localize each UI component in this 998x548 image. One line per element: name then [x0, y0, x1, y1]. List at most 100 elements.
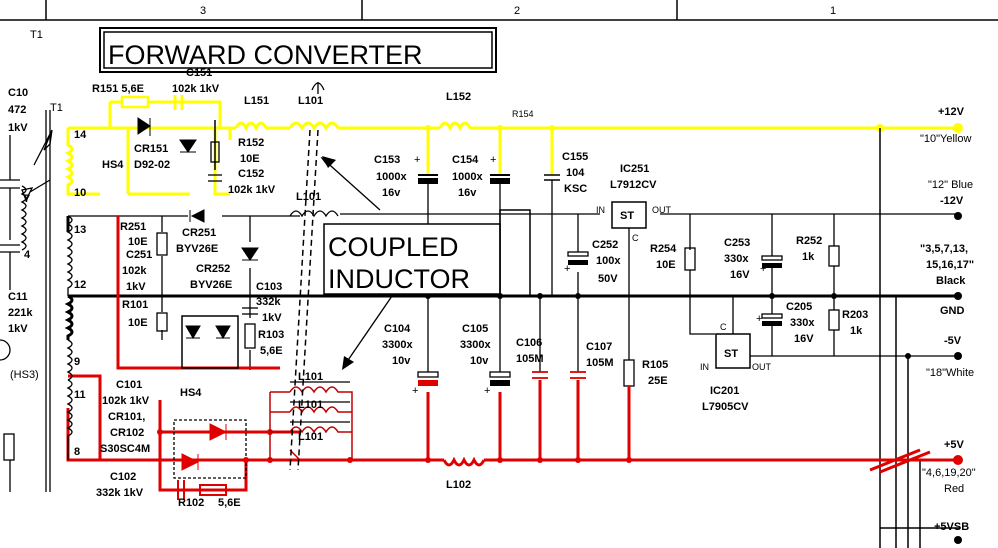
zone-ruler: 3 2 1	[0, 0, 998, 21]
hs4-label-2: HS4	[180, 387, 202, 399]
c205-value: 330x	[790, 317, 815, 329]
wire-5v-color: Red	[944, 483, 964, 495]
r103-label: R103	[258, 329, 284, 341]
zone-label: 3	[200, 5, 206, 17]
r101-value: 10E	[128, 317, 148, 329]
c205-voltage: 16V	[794, 333, 814, 345]
l101-label-2: L101	[296, 191, 321, 203]
c155-label: C155	[562, 151, 588, 163]
r251-label: R251	[120, 221, 146, 233]
hs4-label: HS4	[102, 159, 124, 171]
c205-label: C205	[786, 301, 812, 313]
cr101-value: S30SC4M	[100, 443, 150, 455]
cr151-value: D92-02	[134, 159, 170, 171]
c10-voltage: 1kV	[8, 122, 28, 134]
pin-label: 8	[74, 446, 80, 458]
ic251-label: IC251	[620, 163, 649, 175]
c11-value: 221k	[8, 307, 33, 319]
r203-value: 1k	[850, 325, 863, 337]
left-primary-section: C10 472 1kV C11 221k 1kV (HS3) T1 7 4	[0, 87, 63, 492]
c251-label: C251	[126, 249, 152, 261]
c107-value: 105M	[586, 357, 614, 369]
c153-label: C153	[374, 154, 400, 166]
cr251-value: BYV26E	[176, 243, 218, 255]
r254-label: R254	[650, 243, 677, 255]
c104-label: C104	[384, 323, 411, 335]
ic251-st: ST	[620, 210, 634, 222]
c103-value: 332k	[256, 296, 281, 308]
cr151-label: CR151	[134, 143, 168, 155]
c252-label: C252	[592, 239, 618, 251]
ic201-c: C	[720, 322, 727, 332]
c101-label: C101	[116, 379, 142, 391]
r154-label: R154	[512, 109, 534, 119]
wire-12v: "10"Yellow	[920, 133, 971, 145]
c10-label: C10	[8, 87, 28, 99]
ic251-out: OUT	[652, 205, 672, 215]
c102-label: C102	[110, 471, 136, 483]
l101-label-5: L101	[298, 431, 323, 443]
c152-label: C152	[238, 168, 264, 180]
coupled-inductor-callout: COUPLED INDUCTOR	[320, 156, 531, 370]
pin-label: 11	[74, 389, 86, 401]
c154-value: 1000x	[452, 171, 483, 183]
r252-value: 1k	[802, 251, 815, 263]
cr101-label: CR101,	[108, 411, 145, 423]
output-labels: +12V "10"Yellow "12" Blue -12V "3,5,7,13…	[920, 106, 976, 533]
c102-value: 332k 1kV	[96, 487, 144, 499]
c153-value: 1000x	[376, 171, 407, 183]
l101-label: L101	[298, 95, 323, 107]
output-12v: +12V	[938, 106, 965, 118]
ic251-in: IN	[596, 205, 605, 215]
ic201-out: OUT	[752, 362, 772, 372]
pin-label: 14	[74, 129, 87, 141]
plus-sign: +	[760, 263, 766, 275]
wire-gnd-1: "3,5,7,13,	[920, 243, 968, 255]
pin-label: 7	[24, 193, 30, 205]
ic201-st: ST	[724, 348, 738, 360]
output-5vsb: +5VSB	[934, 521, 969, 533]
c105-label: C105	[462, 323, 488, 335]
coupled-text-2: INDUCTOR	[328, 264, 470, 294]
r252-label: R252	[796, 235, 822, 247]
c10-value: 472	[8, 104, 26, 116]
c253-value: 330x	[724, 253, 749, 265]
component-labels: 14 10 13 12 9 11 8 R151 5,6E C151 102k 1…	[74, 67, 868, 509]
pin-label: 4	[24, 249, 31, 261]
c252-value: 100x	[596, 255, 621, 267]
wire-5v: "4,6,19,20"	[922, 467, 976, 479]
banner-title: FORWARD CONVERTER	[108, 40, 423, 70]
plus-sign: +	[756, 313, 762, 325]
l101-windings	[269, 129, 353, 471]
output-minus5v: -5V	[944, 335, 962, 347]
ic201-in: IN	[700, 362, 709, 372]
c155-type: KSC	[564, 183, 587, 195]
c103-label: C103	[256, 281, 282, 293]
plus-sign: +	[484, 385, 490, 397]
c151-label: C151	[186, 67, 212, 79]
hs3-label: (HS3)	[10, 369, 39, 381]
pin-label: 10	[74, 187, 86, 199]
transformer-top-label: T1	[30, 29, 43, 41]
l151-label: L151	[244, 95, 269, 107]
r102-value: 5,6E	[218, 497, 241, 509]
wire-minus5v: "18"White	[926, 367, 974, 379]
r101-label: R101	[122, 299, 148, 311]
c104-value: 3300x	[382, 339, 413, 351]
l101-label-3: L101	[298, 371, 323, 383]
cr252-label: CR252	[196, 263, 230, 275]
cr251-label: CR251	[182, 227, 216, 239]
c11-voltage: 1kV	[8, 323, 28, 335]
rail-12v	[64, 82, 963, 196]
c104-voltage: 10v	[392, 355, 411, 367]
c251-voltage: 1kV	[126, 281, 146, 293]
plus-sign: +	[490, 154, 496, 166]
ic201-label: IC201	[710, 385, 739, 397]
c106-label: C106	[516, 337, 542, 349]
r105-value: 25E	[648, 375, 668, 387]
ic251-c: C	[632, 233, 639, 243]
transformer-label: T1	[50, 102, 63, 114]
zone-label: 2	[514, 5, 520, 17]
c105-value: 3300x	[460, 339, 491, 351]
